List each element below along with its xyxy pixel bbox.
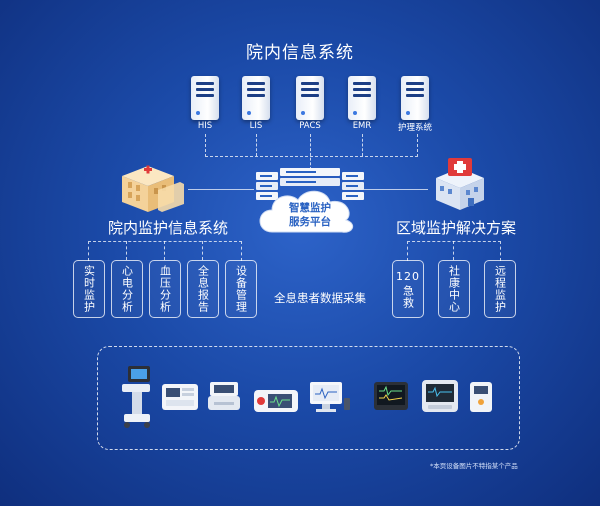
right-section-title: 区域监护解决方案 <box>396 219 517 237</box>
top-connector <box>205 134 418 157</box>
module-community-center: 社康中心 <box>438 260 470 318</box>
left-connector-4 <box>202 241 203 260</box>
center-connector <box>310 134 311 170</box>
left-connector-2 <box>126 241 127 260</box>
module-120-emergency: 120 急救 <box>392 260 424 318</box>
lis-connector <box>256 134 257 156</box>
monitoring-building-icon <box>122 165 184 212</box>
platform-cloud-icon <box>256 168 364 233</box>
server-label-pacs: PACS <box>299 121 321 131</box>
left-modules-connector <box>88 241 242 261</box>
module-holographic-report: 全息报告 <box>187 260 219 318</box>
server-label-emr: EMR <box>352 121 372 131</box>
right-modules-connector <box>407 241 501 261</box>
platform-label-line1: 智慧监护 <box>289 202 331 214</box>
module-bp-analysis: 血压分析 <box>149 260 181 318</box>
data-collection-label: 全息患者数据采集 <box>274 291 366 305</box>
wall-unit-icon <box>470 382 492 412</box>
ultrasound-cart-icon <box>122 366 150 428</box>
portable-ecg-icon <box>254 390 298 412</box>
device-collection-frame <box>97 346 520 450</box>
his-server-icon <box>191 76 219 120</box>
module-remote-monitoring: 远程监护 <box>484 260 516 318</box>
printer-device-icon <box>208 382 240 410</box>
ecg-machine-icon <box>162 384 198 410</box>
regional-hospital-icon <box>436 158 484 210</box>
pacs-server-icon <box>296 76 324 120</box>
emr-connector <box>362 134 363 156</box>
module-120-number: 120 <box>396 269 420 283</box>
page-title: 院内信息系统 <box>246 43 354 63</box>
left-section-title: 院内监护信息系统 <box>108 219 229 237</box>
module-120-text: 急救 <box>401 284 415 309</box>
compact-monitor-icon <box>422 380 458 412</box>
left-connector-3 <box>164 241 165 260</box>
server-label-lis: LIS <box>249 121 263 131</box>
footnote: *本页设备图片不特指某个产品 <box>430 462 518 470</box>
left-platform-line <box>188 189 254 190</box>
module-ecg-analysis: 心电分析 <box>111 260 143 318</box>
right-connector-2 <box>453 241 454 260</box>
platform-label-line2: 服务平台 <box>289 216 331 228</box>
module-device-management: 设备管理 <box>225 260 257 318</box>
nursing-server-icon <box>401 76 429 120</box>
server-label-nursing: 护理系统 <box>397 123 432 133</box>
workstation-icon <box>310 382 350 412</box>
patient-monitor-icon <box>374 382 408 410</box>
emr-server-icon <box>348 76 376 120</box>
module-realtime-monitoring: 实时监护 <box>73 260 105 318</box>
lis-server-icon <box>242 76 270 120</box>
server-label-his: HIS <box>197 121 213 131</box>
right-platform-line <box>356 189 428 190</box>
platform-label: 智慧监护 服务平台 <box>272 201 348 229</box>
